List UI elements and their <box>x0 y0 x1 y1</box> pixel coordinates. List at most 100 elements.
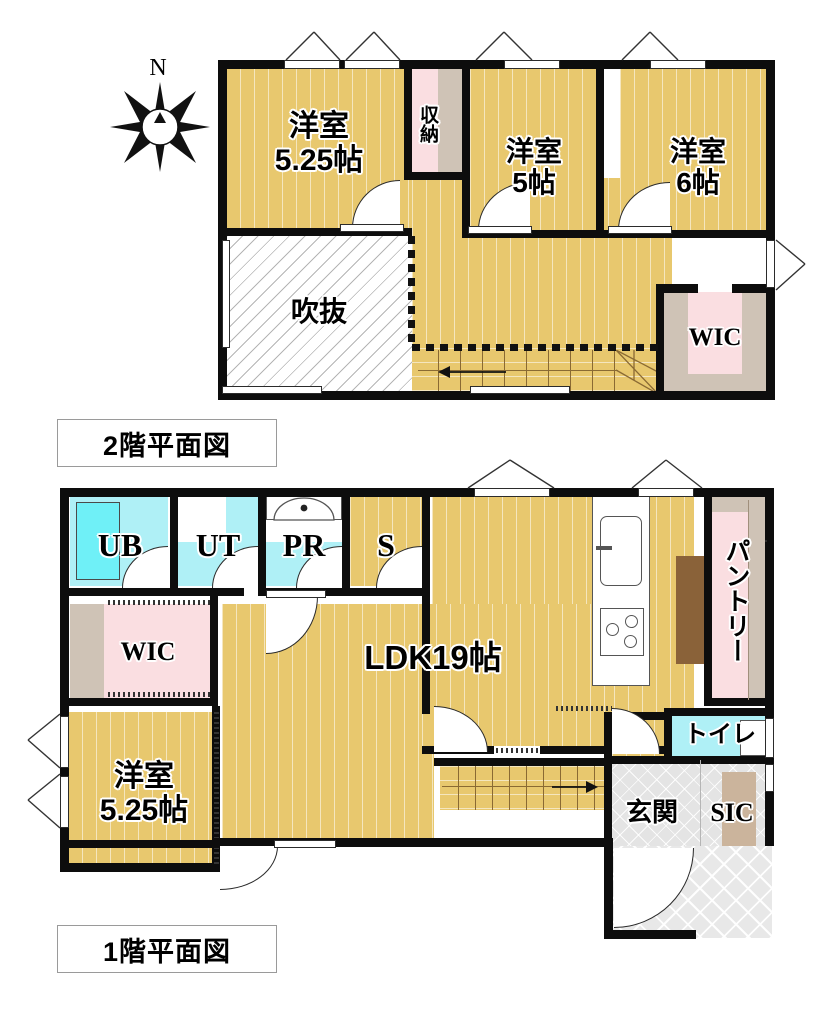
window-awning-icon-1f-c <box>27 713 61 769</box>
room-fill-bedroom-1f <box>68 712 220 872</box>
sic-divider <box>700 760 702 846</box>
wall-1f-pantry-bottom <box>704 698 774 706</box>
stair-run-2f <box>418 350 658 394</box>
window-1f-toilet-right <box>765 718 774 758</box>
window-1f-bedroom-left-a <box>60 716 69 768</box>
kitchen-stove-icon <box>600 608 644 656</box>
wall-2f-left-upper <box>218 60 227 234</box>
room-fill-void <box>226 236 412 394</box>
wall-2f-bedroom5-bedroom6 <box>596 60 604 238</box>
wall-1f-ldk-bottom-b <box>540 746 612 754</box>
door-sill-bedroom-6 <box>608 226 672 234</box>
window-1f-bedroom-left-b <box>60 776 69 828</box>
window-2f-bedroom6-right <box>766 240 775 288</box>
wall-1f-bedroom-bottom-a <box>60 840 222 848</box>
wall-1f-stair-right <box>604 758 612 840</box>
window-awning-icon-1f-d <box>27 773 61 829</box>
wall-2f-closet-bedroom5 <box>462 60 470 238</box>
window-1f-ldk-top <box>474 488 550 497</box>
stair-direction-arrow-2f <box>438 366 506 378</box>
compass-rose: N <box>110 55 210 175</box>
wall-2f-top <box>218 60 775 69</box>
wall-2f-wic-top-b <box>732 284 775 293</box>
wic-1f-shelf-bottom <box>108 692 212 697</box>
room-fill-ldk-left <box>222 604 434 846</box>
wall-1f-bottom-mid <box>220 838 612 847</box>
room-fill-wic-1f-core <box>104 628 186 684</box>
floor-1-caption: 1階平面図 <box>57 925 277 973</box>
window-awning-icon-2f-a <box>285 31 401 61</box>
window-2f-bedroom6 <box>650 60 706 69</box>
stair-direction-arrow-1f <box>552 781 598 793</box>
window-2f-bedroom525-a <box>284 60 340 69</box>
window-2f-stair-bottom <box>470 386 570 394</box>
wic-1f-shelf-top <box>108 600 212 605</box>
wall-1f-toilet-left <box>664 708 672 764</box>
wall-2f-bottom <box>218 391 775 400</box>
kitchen-faucet-icon <box>596 546 612 550</box>
door-sill-bedroom-1f <box>274 840 336 848</box>
window-1f-sic-right <box>765 764 774 792</box>
wall-2f-bedroom5-bottom <box>462 230 604 238</box>
wall-1f-left-upper <box>60 488 69 714</box>
wall-1f-toilet-bottom <box>664 756 774 764</box>
wall-1f-pantry-left <box>704 488 712 704</box>
wall-1f-genkan-left <box>604 712 612 764</box>
floor-2-caption: 2階平面図 <box>57 419 277 467</box>
door-sill-hall-pr <box>266 590 326 598</box>
wall-1f-wic-right <box>210 596 218 706</box>
wall-1f-porch-left <box>604 838 613 938</box>
wall-1f-ut-pr <box>258 488 266 596</box>
window-2f-bedroom5 <box>504 60 560 69</box>
wall-1f-porch-bottom <box>604 930 696 939</box>
wall-2f-wic-left <box>656 284 664 394</box>
pantry-shelf-line <box>748 500 750 700</box>
room-fill-closet-shuno <box>412 68 438 178</box>
window-awning-icon-2f-c <box>621 31 679 61</box>
wall-1f-genkan-top <box>604 756 666 764</box>
wall-1f-stair-top <box>434 758 612 766</box>
ldk-counter-dots <box>556 706 612 711</box>
door-sill-bedroom-5 <box>468 226 532 234</box>
wall-1f-band-bottom-b <box>258 588 430 596</box>
wall-1f-corner-stub <box>212 838 228 848</box>
window-2f-bedroom525-b <box>344 60 400 69</box>
handrail-stair-top <box>412 344 662 351</box>
wall-1f-top <box>60 488 774 497</box>
window-awning-icon-1f-b <box>631 459 703 489</box>
wall-1f-right <box>765 488 774 846</box>
window-awning-icon-2f-b <box>475 31 533 61</box>
wall-1f-ub-ut <box>170 488 178 596</box>
window-2f-void-bottom <box>222 386 322 394</box>
window-1f-pantry-right <box>765 540 767 542</box>
sink-basin-icon <box>273 497 335 521</box>
handrail-void-right <box>408 236 415 348</box>
room-fill-closet-shuno-shelf <box>438 68 462 178</box>
ldk-opening-dots <box>496 748 540 753</box>
door-sill-bedroom-525 <box>340 224 404 232</box>
stair-run-1f <box>442 766 606 810</box>
wall-1f-bottom-left <box>60 863 228 872</box>
wall-1f-pr-s <box>342 488 350 596</box>
wall-1f-toilet-top <box>664 708 774 716</box>
wall-1f-wic-bottom <box>60 698 218 706</box>
wall-1f-band-bottom-a <box>60 588 244 596</box>
wall-2f-wic-top-a <box>656 284 698 293</box>
window-2f-void-left <box>222 240 230 348</box>
wall-2f-bedroom525-bottom <box>218 228 412 236</box>
compass-rose-icon <box>110 82 210 172</box>
wall-2f-bedroom525-closet <box>404 60 412 180</box>
room-fill-hall-2f-lower <box>412 236 672 348</box>
bedroom-1f-closet-dots <box>214 712 219 866</box>
furniture-shoe-shelf <box>722 772 756 846</box>
wall-2f-right <box>766 60 775 400</box>
wall-1f-s-ldk <box>422 488 430 714</box>
window-awning-icon-1f-a <box>467 459 555 489</box>
room-fill-wic-2f-inner <box>688 292 742 374</box>
door-bedroom-1f[interactable] <box>220 846 278 890</box>
wall-2f-closet-bottom <box>404 172 470 180</box>
fixture-bathtub <box>76 502 120 580</box>
room-fill-bedroom-5 <box>470 68 596 236</box>
